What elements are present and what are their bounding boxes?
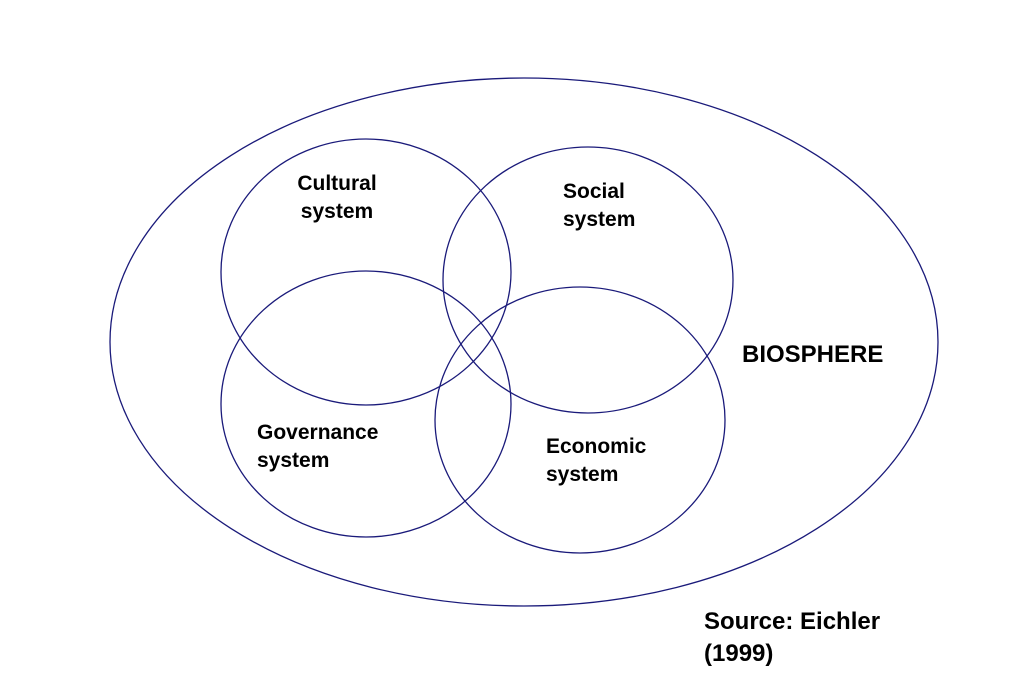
cultural-system-circle <box>220 138 512 406</box>
cultural-system-label-line1: Cultural <box>297 172 377 195</box>
social-system-circle <box>442 146 734 414</box>
social-system-label-line1: Social <box>563 180 625 203</box>
social-system-label: Social system <box>563 178 635 234</box>
cultural-system-label: Cultural system <box>287 170 387 226</box>
governance-system-label: Governance system <box>257 419 378 475</box>
source-citation: Source: Eichler (1999) <box>704 606 880 670</box>
social-system-label-line2: system <box>563 208 636 231</box>
economic-system-label-line1: Economic <box>546 435 647 458</box>
source-citation-line1: Source: Eichler <box>704 608 881 635</box>
economic-system-label-line2: system <box>546 463 619 486</box>
economic-system-circle <box>434 286 726 554</box>
governance-system-label-line1: Governance <box>257 421 379 444</box>
cultural-system-label-line2: system <box>300 200 374 223</box>
source-citation-line2: (1999) <box>704 640 774 667</box>
governance-system-label-line2: system <box>257 449 330 472</box>
biosphere-label: BIOSPHERE <box>742 341 884 368</box>
economic-system-label: Economic system <box>546 433 646 489</box>
governance-system-circle <box>220 270 512 538</box>
biosphere-ellipse <box>109 77 939 607</box>
